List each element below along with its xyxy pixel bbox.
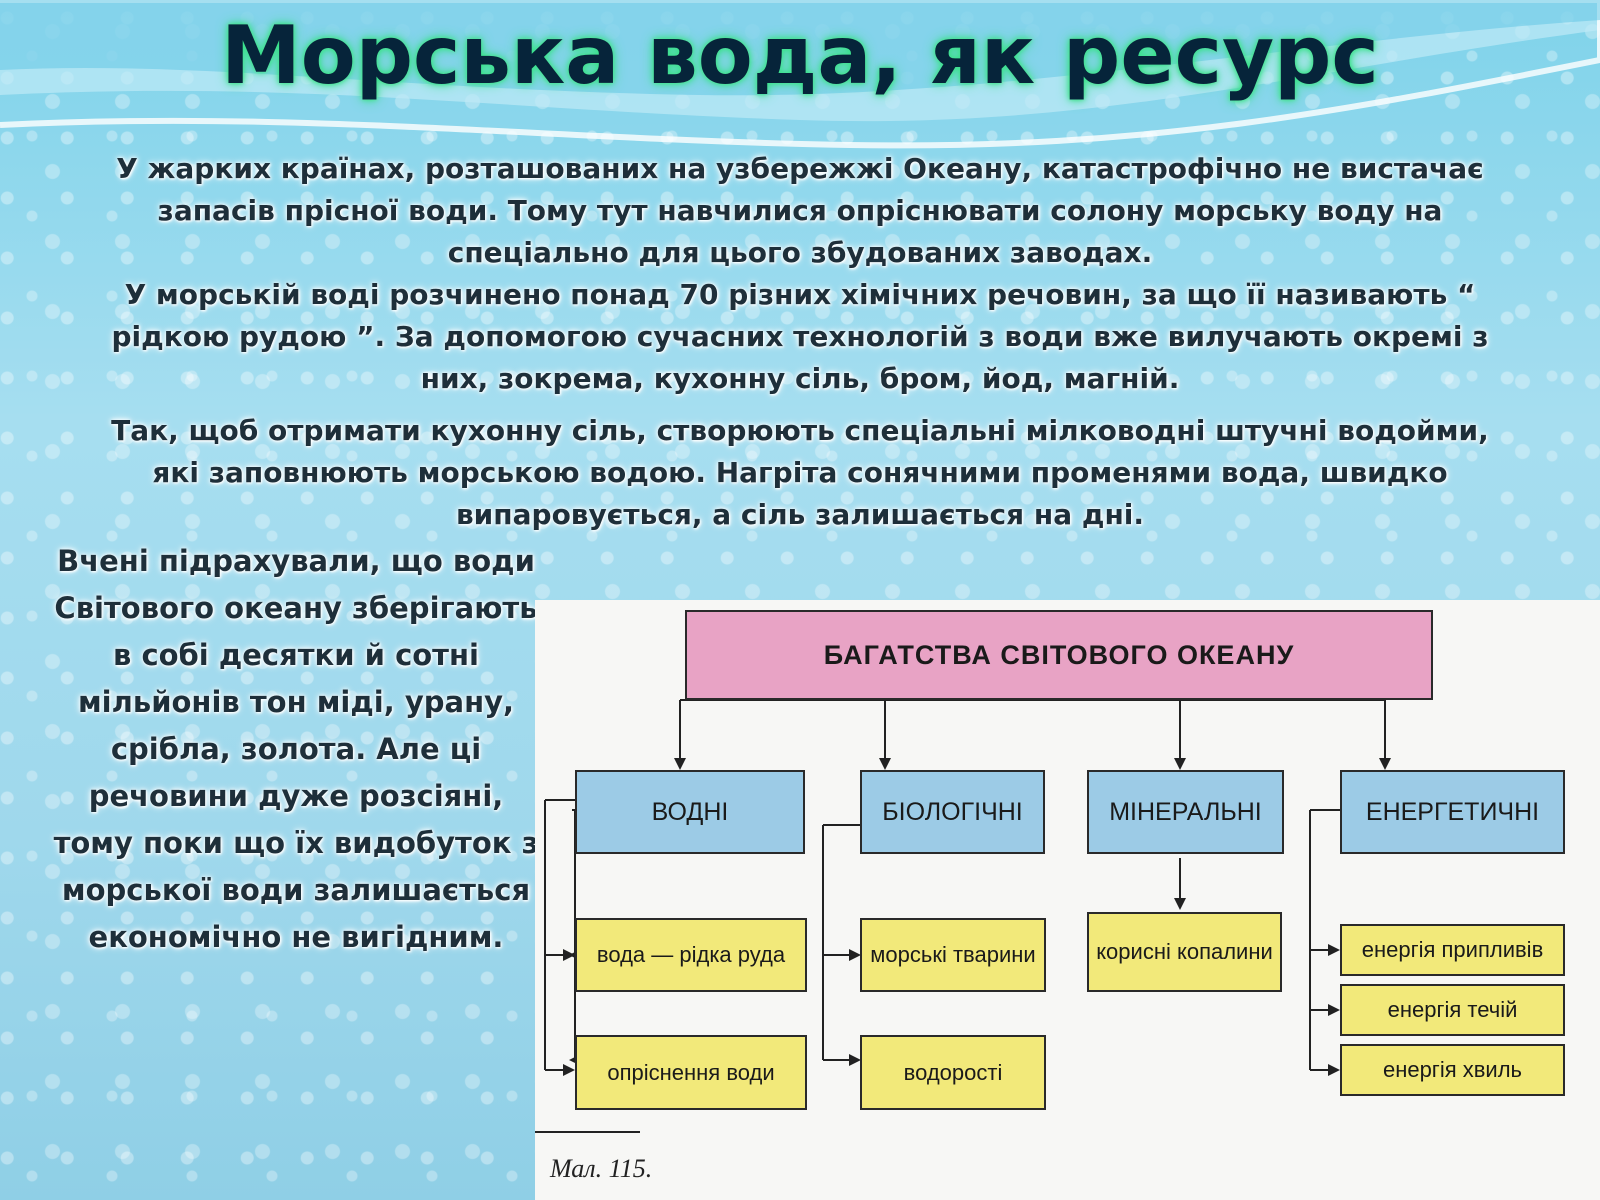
diagram-root-box: БАГАТСТВА СВІТОВОГО ОКЕАНУ bbox=[685, 610, 1433, 700]
leaf-water-liquid-ore: вода — рідка руда bbox=[575, 918, 807, 992]
diagram-connectors bbox=[535, 699, 1391, 1133]
category-bio-box: БІОЛОГІЧНІ bbox=[860, 770, 1045, 854]
category-energy-box: ЕНЕРГЕТИЧНІ bbox=[1340, 770, 1565, 854]
leaf-mineral-resources: корисні копалини bbox=[1087, 912, 1282, 992]
category-mineral-box: МІНЕРАЛЬНІ bbox=[1087, 770, 1284, 854]
leaf-bio-marine-animals: морські тварини bbox=[860, 918, 1046, 992]
paragraph-desalination: У жарких країнах, розташованих на узбере… bbox=[116, 152, 1484, 269]
leaf-energy-waves: енергія хвиль bbox=[1340, 1044, 1565, 1096]
figure-caption: Мал. 115. bbox=[550, 1154, 653, 1183]
page-title: Морська вода, як ресурс bbox=[221, 9, 1379, 102]
category-water-box: ВОДНІ bbox=[575, 770, 805, 854]
leaf-energy-currents: енергія течій bbox=[1340, 984, 1565, 1036]
paragraph-liquid-ore: У морській воді розчинено понад 70 різни… bbox=[111, 278, 1489, 395]
paragraph-salt: Так, щоб отримати кухонну сіль, створюют… bbox=[111, 414, 1489, 531]
leaf-energy-tides: енергія припливів bbox=[1340, 924, 1565, 976]
leaf-bio-algae: водорості bbox=[860, 1035, 1046, 1110]
wave-decoration bbox=[0, 0, 1600, 149]
paragraph-metals: Вчені підрахували, що води Світового оке… bbox=[53, 544, 539, 954]
leaf-water-desalination: опріснення води bbox=[575, 1035, 807, 1110]
ocean-resources-diagram: БАГАТСТВА СВІТОВОГО ОКЕАНУ ВОДНІ БІОЛОГІ… bbox=[535, 600, 1600, 1200]
